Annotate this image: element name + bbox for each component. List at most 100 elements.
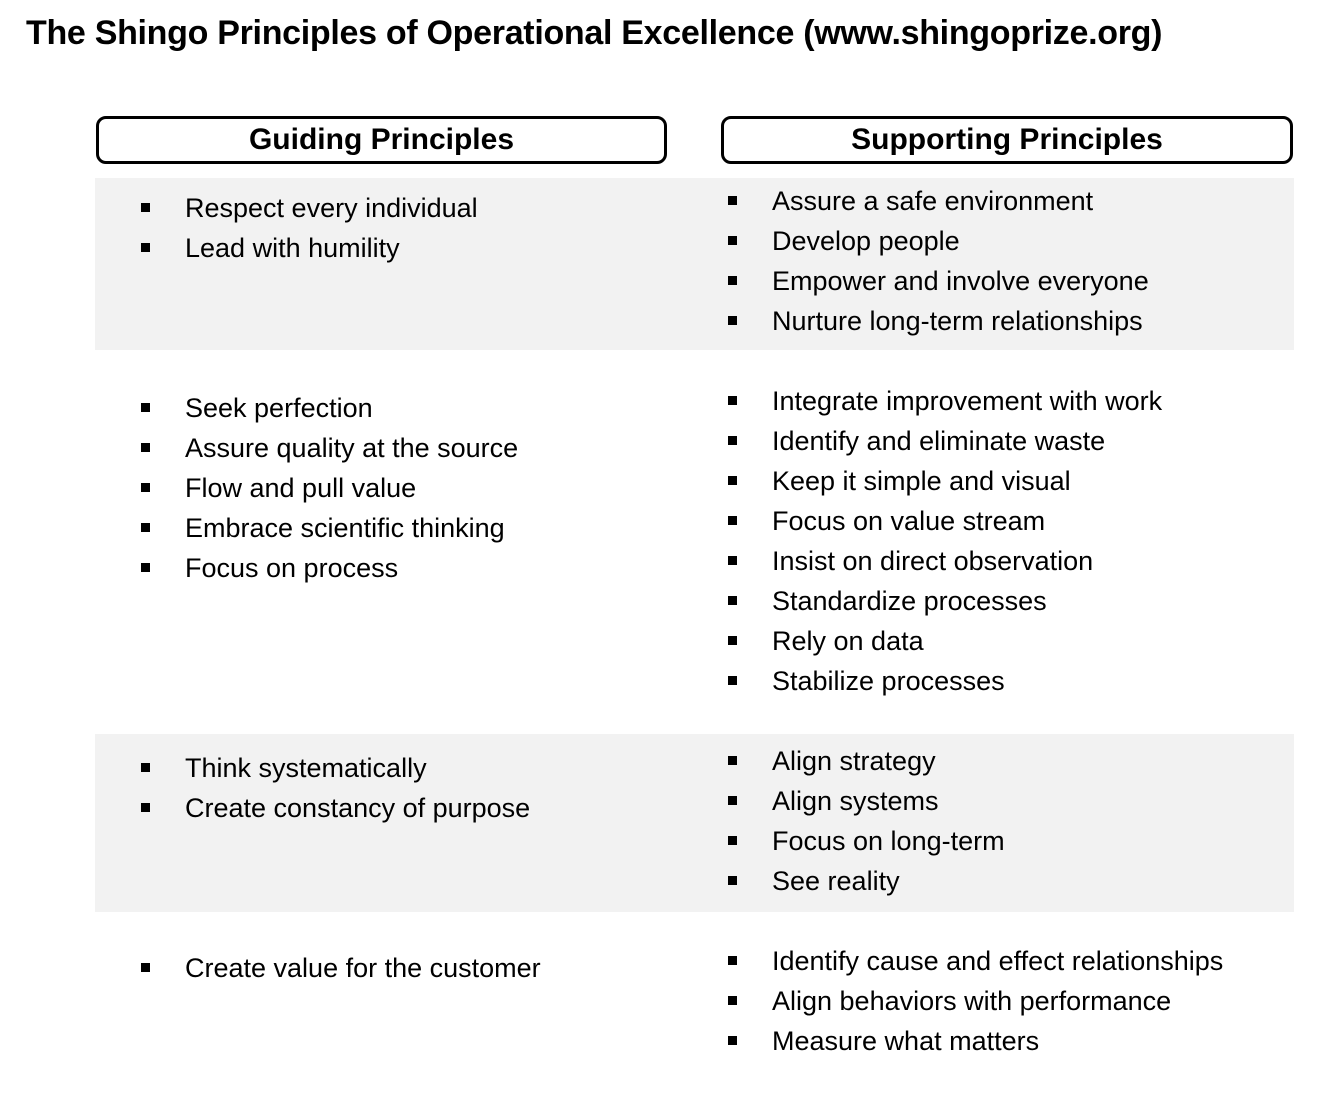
supporting-principle-item: Focus on long-term [722,821,1005,861]
square-bullet-icon [141,763,150,772]
supporting-principle-text: Align systems [772,786,939,816]
principle-row-band [95,178,1294,350]
supporting-principle-text: Insist on direct observation [772,546,1094,576]
supporting-principle-text: Standardize processes [772,586,1047,616]
square-bullet-icon [728,476,737,485]
guiding-principles-list: Seek perfection Assure quality at the so… [95,388,518,588]
guiding-principle-item: Assure quality at the source [95,428,518,468]
page-title: The Shingo Principles of Operational Exc… [26,14,1163,52]
guiding-principles-header: Guiding Principles [96,116,667,164]
supporting-principles-list: Align strategy Align systems Focus on lo… [722,741,1005,901]
supporting-principle-item: Insist on direct observation [722,541,1162,581]
guiding-principle-item: Focus on process [95,548,518,588]
supporting-principle-text: Align strategy [772,746,936,776]
square-bullet-icon [728,196,737,205]
square-bullet-icon [728,636,737,645]
guiding-principle-text: Embrace scientific thinking [185,513,505,543]
square-bullet-icon [728,236,737,245]
square-bullet-icon [141,403,150,412]
square-bullet-icon [141,443,150,452]
supporting-principle-text: Keep it simple and visual [772,466,1071,496]
guiding-principle-item: Flow and pull value [95,468,518,508]
guiding-principle-text: Seek perfection [185,393,373,423]
square-bullet-icon [728,676,737,685]
supporting-principle-item: Measure what matters [722,1021,1223,1061]
supporting-principle-text: Integrate improvement with work [772,386,1163,416]
supporting-principle-item: Align behaviors with performance [722,981,1223,1021]
square-bullet-icon [728,836,737,845]
guiding-principles-list: Create value for the customer [95,948,541,988]
supporting-principles-list: Integrate improvement with work Identify… [722,381,1162,701]
guiding-principle-text: Lead with humility [185,233,400,263]
supporting-principle-text: Empower and involve everyone [772,266,1149,296]
square-bullet-icon [728,956,737,965]
square-bullet-icon [728,396,737,405]
guiding-principle-item: Seek perfection [95,388,518,428]
supporting-principle-item: Develop people [722,221,1149,261]
guiding-principle-item: Lead with humility [95,228,478,268]
square-bullet-icon [141,563,150,572]
supporting-principle-item: Rely on data [722,621,1162,661]
supporting-principle-text: Identify and eliminate waste [772,426,1106,456]
supporting-principle-text: Stabilize processes [772,666,1005,696]
supporting-principle-text: Rely on data [772,626,924,656]
guiding-principle-text: Focus on process [185,553,399,583]
supporting-principle-text: Focus on value stream [772,506,1046,536]
square-bullet-icon [728,876,737,885]
supporting-principle-item: Keep it simple and visual [722,461,1162,501]
guiding-principle-item: Respect every individual [95,188,478,228]
guiding-principle-text: Assure quality at the source [185,433,519,463]
supporting-principle-item: Standardize processes [722,581,1162,621]
supporting-principle-item: Stabilize processes [722,661,1162,701]
guiding-principle-text: Create value for the customer [185,953,541,983]
supporting-principle-item: Assure a safe environment [722,181,1149,221]
guiding-principle-item: Create value for the customer [95,948,541,988]
supporting-principles-header: Supporting Principles [721,116,1293,164]
square-bullet-icon [728,596,737,605]
guiding-principle-item: Create constancy of purpose [95,788,530,828]
square-bullet-icon [728,996,737,1005]
supporting-principle-text: Align behaviors with performance [772,986,1172,1016]
guiding-principle-text: Think systematically [185,753,427,783]
square-bullet-icon [141,203,150,212]
supporting-principle-item: See reality [722,861,1005,901]
supporting-principle-item: Identify cause and effect relationships [722,941,1223,981]
square-bullet-icon [141,803,150,812]
supporting-principle-item: Empower and involve everyone [722,261,1149,301]
square-bullet-icon [728,1036,737,1045]
guiding-principle-text: Respect every individual [185,193,478,223]
guiding-principle-text: Flow and pull value [185,473,417,503]
square-bullet-icon [728,796,737,805]
supporting-principle-text: Identify cause and effect relationships [772,946,1224,976]
supporting-principle-item: Focus on value stream [722,501,1162,541]
square-bullet-icon [728,276,737,285]
guiding-principles-list: Respect every individual Lead with humil… [95,188,478,268]
guiding-principle-item: Think systematically [95,748,530,788]
supporting-principle-text: Nurture long-term relationships [772,306,1143,336]
square-bullet-icon [141,523,150,532]
supporting-principle-text: Focus on long-term [772,826,1005,856]
principle-row-band [95,734,1294,912]
square-bullet-icon [728,436,737,445]
supporting-principles-list: Assure a safe environment Develop people… [722,181,1149,341]
supporting-principle-item: Nurture long-term relationships [722,301,1149,341]
supporting-principle-item: Align systems [722,781,1005,821]
square-bullet-icon [141,483,150,492]
square-bullet-icon [728,316,737,325]
square-bullet-icon [728,516,737,525]
supporting-principle-item: Align strategy [722,741,1005,781]
supporting-principle-text: Assure a safe environment [772,186,1094,216]
supporting-principles-list: Identify cause and effect relationships … [722,941,1223,1061]
guiding-principles-list: Think systematically Create constancy of… [95,748,530,828]
square-bullet-icon [728,756,737,765]
square-bullet-icon [141,963,150,972]
supporting-principle-text: See reality [772,866,900,896]
supporting-principle-text: Measure what matters [772,1026,1040,1056]
square-bullet-icon [141,243,150,252]
supporting-principle-text: Develop people [772,226,960,256]
guiding-principle-item: Embrace scientific thinking [95,508,518,548]
guiding-principle-text: Create constancy of purpose [185,793,531,823]
supporting-principle-item: Integrate improvement with work [722,381,1162,421]
square-bullet-icon [728,556,737,565]
supporting-principle-item: Identify and eliminate waste [722,421,1162,461]
